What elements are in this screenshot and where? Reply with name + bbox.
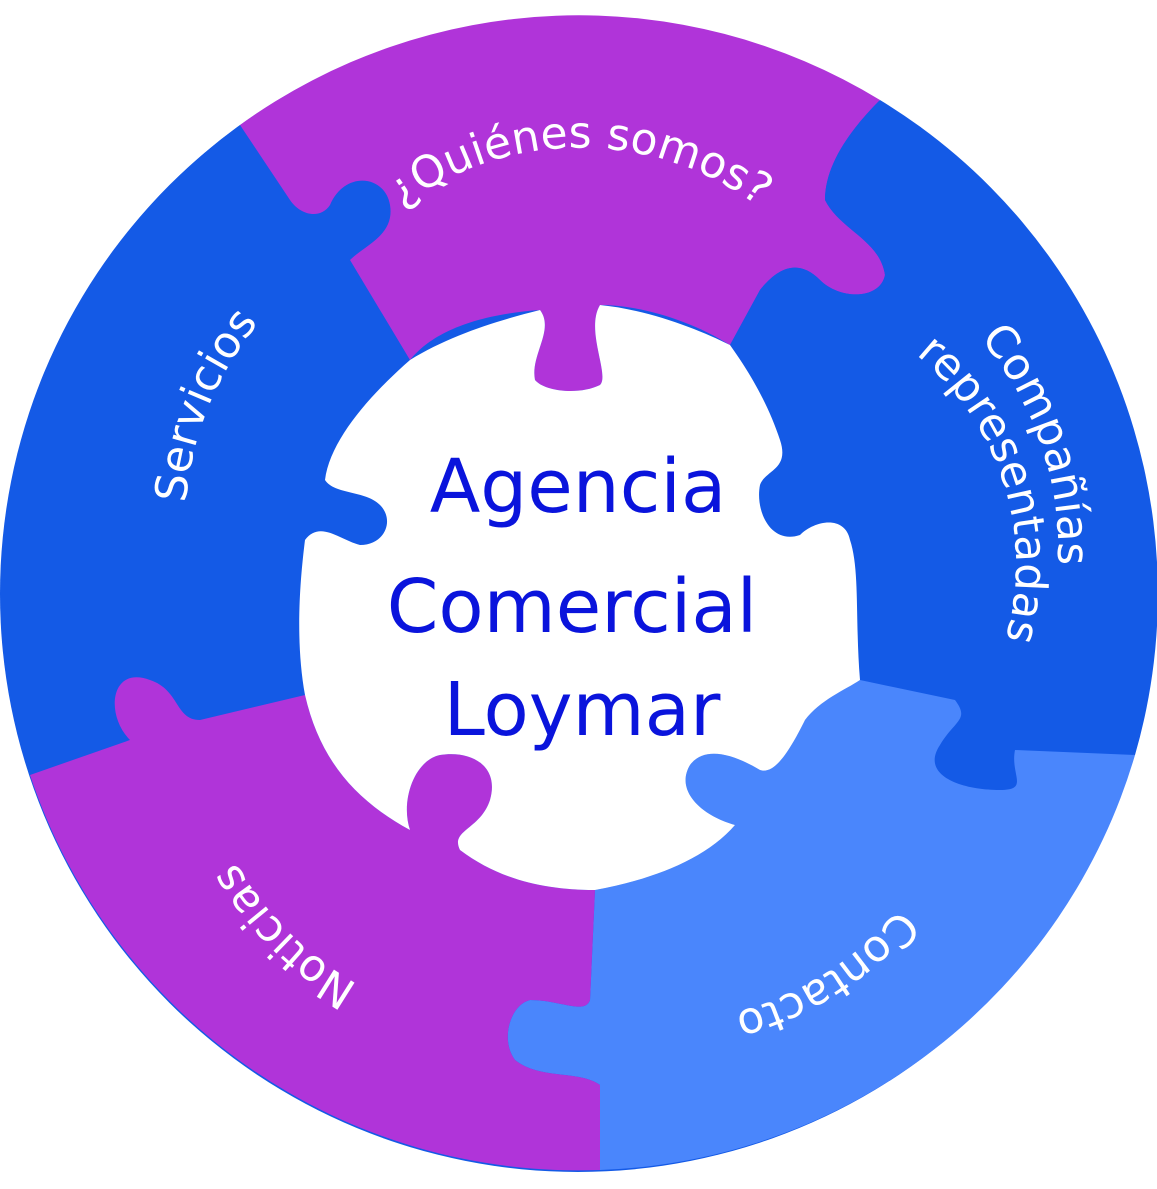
- center-title-line1: Agencia: [430, 444, 727, 530]
- center-title-line2: Comercial: [387, 564, 758, 650]
- segment-quienes-somos[interactable]: [240, 15, 885, 392]
- segment-companias[interactable]: [730, 100, 1157, 790]
- center-title-line3: Loymar: [444, 667, 721, 753]
- segment-contacto[interactable]: [507, 680, 1135, 1170]
- segment-noticias[interactable]: [30, 677, 600, 1171]
- center-piece: [299, 305, 860, 890]
